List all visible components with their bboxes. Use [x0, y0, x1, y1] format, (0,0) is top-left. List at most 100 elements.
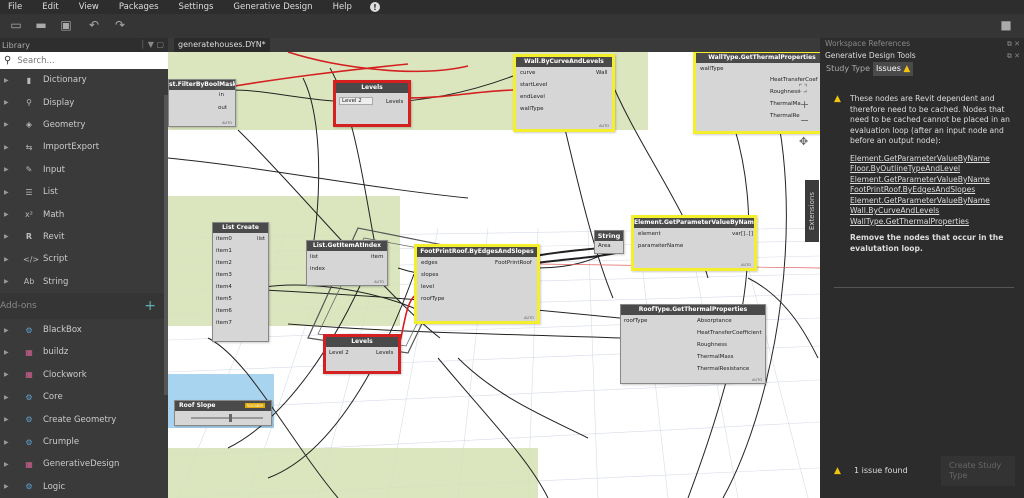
node-port-curve[interactable]: curve: [520, 70, 536, 76]
node-port-item5[interactable]: item5: [216, 296, 232, 302]
library-item-script[interactable]: ▶</>Script: [0, 248, 168, 270]
addon-item-create-geometry[interactable]: ▶⚙Create Geometry: [0, 408, 168, 430]
extensions-tab[interactable]: Extensions: [805, 180, 819, 242]
node-port-levels[interactable]: Levels: [386, 99, 404, 105]
node-list-create[interactable]: List Create item0 item1 item2 item3 item…: [212, 222, 269, 342]
issue-node-link[interactable]: Floor.ByOutlineTypeAndLevel: [850, 164, 961, 173]
redo-icon[interactable]: ↷: [114, 18, 126, 32]
library-search[interactable]: ⚲: [0, 52, 168, 69]
node-port-in[interactable]: in: [219, 92, 225, 98]
filter-icon[interactable]: ⏐ ▼ ▢: [140, 40, 164, 49]
menu-view[interactable]: View: [78, 2, 99, 12]
tab-issues[interactable]: Issues ▲: [873, 62, 914, 76]
menu-settings[interactable]: Settings: [178, 2, 214, 12]
zoom-in-icon[interactable]: +: [800, 98, 810, 111]
node-port-wall[interactable]: Wall: [596, 70, 608, 76]
node-port-index[interactable]: index: [310, 266, 326, 272]
node-port-levels[interactable]: Levels: [376, 350, 394, 356]
library-item-input[interactable]: ▶✎Input: [0, 159, 168, 181]
addon-item-core[interactable]: ▶⚙Core: [0, 386, 168, 408]
node-port-thermal-resistance[interactable]: ThermalResistance: [697, 366, 750, 372]
node-port-wall-type[interactable]: wallType: [700, 66, 724, 72]
node-port-element[interactable]: element: [638, 231, 661, 237]
node-port-wall-type[interactable]: wallType: [520, 106, 544, 112]
fit-view-icon[interactable]: ⛶: [799, 82, 807, 95]
issue-node-link[interactable]: Element.GetParameterValueByName: [850, 153, 990, 163]
menu-generative-design[interactable]: Generative Design: [233, 2, 313, 12]
node-port-roughness[interactable]: Roughness: [770, 89, 801, 95]
node-footprint-roof[interactable]: FootPrintRoof.ByEdgesAndSlopes edges slo…: [414, 244, 540, 324]
tab-generatehouses[interactable]: generatehouses.DYN*: [174, 38, 270, 52]
addon-item-generativedesign[interactable]: ▶▦GenerativeDesign: [0, 453, 168, 475]
node-port-start-level[interactable]: startLevel: [520, 82, 548, 88]
menu-file[interactable]: File: [8, 2, 23, 12]
panel-controls-icon[interactable]: ⧉ ✕: [1006, 40, 1020, 48]
node-string[interactable]: String Area: [594, 230, 624, 254]
addon-item-crumple[interactable]: ▶⚙Crumple: [0, 431, 168, 453]
node-port-item3[interactable]: item3: [216, 272, 232, 278]
node-port-item6[interactable]: item6: [216, 308, 232, 314]
addon-item-logic[interactable]: ▶⚙Logic: [0, 476, 168, 498]
node-levels-bottom[interactable]: Levels Level 2 Levels: [323, 334, 401, 374]
workspace-references-header[interactable]: Workspace References⧉ ✕: [820, 38, 1024, 50]
node-port-var[interactable]: var[]..[]: [732, 231, 753, 237]
node-port-thermal-mass[interactable]: ThermalMa: [770, 101, 801, 107]
node-port-item0[interactable]: item0: [216, 236, 232, 242]
zoom-out-icon[interactable]: −: [800, 114, 810, 127]
node-list-get-item-at-index[interactable]: List.GetItemAtIndex list index item AUTO: [306, 240, 388, 286]
node-port-heat-transfer[interactable]: HeatTransferCoef: [770, 77, 818, 83]
issue-node-link[interactable]: FootPrintRoof.ByEdgesAndSlopes: [850, 185, 976, 194]
addon-item-buildz[interactable]: ▶▦buildz: [0, 341, 168, 363]
library-item-geometry[interactable]: ▶◈Geometry: [0, 114, 168, 136]
issue-node-link[interactable]: Wall.ByCurveAndLevels: [850, 206, 940, 215]
node-port-list[interactable]: list: [257, 236, 266, 242]
save-icon[interactable]: ▣: [60, 18, 72, 32]
node-port-slopes[interactable]: slopes: [421, 272, 439, 278]
node-port-absorptance[interactable]: Absorptance: [697, 318, 732, 324]
node-port-out[interactable]: out: [218, 105, 228, 111]
node-rooftype-thermal-properties[interactable]: RoofType.GetThermalProperties roofType A…: [620, 304, 766, 384]
node-levels-top[interactable]: Levels Level 2 Levels: [333, 80, 411, 127]
pan-icon[interactable]: ✥: [799, 135, 809, 148]
menu-help[interactable]: Help: [332, 2, 352, 12]
search-input[interactable]: [15, 54, 160, 67]
node-port-level[interactable]: level: [421, 284, 435, 290]
library-item-display[interactable]: ▶⚲Display: [0, 91, 168, 113]
camera-icon[interactable]: ■: [1000, 18, 1012, 32]
library-item-importexport[interactable]: ▶⇆ImportExport: [0, 136, 168, 158]
node-port-footprint-roof[interactable]: FootPrintRoof: [495, 260, 532, 266]
menu-packages[interactable]: Packages: [118, 2, 159, 12]
addon-item-clockwork[interactable]: ▶▦Clockwork: [0, 364, 168, 386]
graph-canvas[interactable]: st.FilterByBoolMask in out AUTO Levels L…: [168, 38, 820, 498]
slope-slider-track[interactable]: [191, 417, 263, 419]
menu-edit[interactable]: Edit: [42, 2, 59, 12]
node-port-edges[interactable]: edges: [421, 260, 438, 266]
node-element-get-parameter-value[interactable]: Element.GetParameterValueByName element …: [631, 215, 757, 271]
node-port-item4[interactable]: item4: [216, 284, 232, 290]
node-filter-by-bool-mask[interactable]: st.FilterByBoolMask in out AUTO: [168, 79, 236, 127]
node-port-item[interactable]: item: [371, 254, 384, 260]
issue-node-link[interactable]: Element.GetParameterValueByName: [850, 195, 990, 205]
node-port-roughness[interactable]: Roughness: [697, 342, 728, 348]
addon-item-blackbox[interactable]: ▶⚙BlackBox: [0, 319, 168, 341]
node-port-thermal-mass[interactable]: ThermalMass: [697, 354, 734, 360]
panel-controls-icon[interactable]: ⧉ ✕: [1006, 52, 1020, 60]
new-file-icon[interactable]: ▭: [10, 18, 22, 32]
node-port-item1[interactable]: item1: [216, 248, 232, 254]
node-wall-by-curve-and-levels[interactable]: Wall.ByCurveAndLevels curve startLevel e…: [513, 54, 615, 132]
string-value[interactable]: Area: [598, 243, 611, 249]
node-port-roof-type[interactable]: roofType: [421, 296, 445, 302]
undo-icon[interactable]: ↶: [88, 18, 100, 32]
node-port-heat-transfer-coefficient[interactable]: HeatTransferCoefficient: [697, 330, 762, 336]
slope-slider-thumb[interactable]: [229, 414, 232, 422]
library-scrollbar[interactable]: [164, 95, 168, 395]
issue-node-link[interactable]: Element.GetParameterValueByName: [850, 174, 990, 184]
node-port-roof-type[interactable]: roofType: [624, 318, 648, 324]
notification-icon[interactable]: !: [369, 2, 380, 12]
node-port-thermal-resistance[interactable]: ThermalRe: [770, 113, 800, 119]
level-dropdown[interactable]: Level 2: [329, 350, 349, 356]
node-port-parameter-name[interactable]: parameterName: [638, 243, 684, 249]
